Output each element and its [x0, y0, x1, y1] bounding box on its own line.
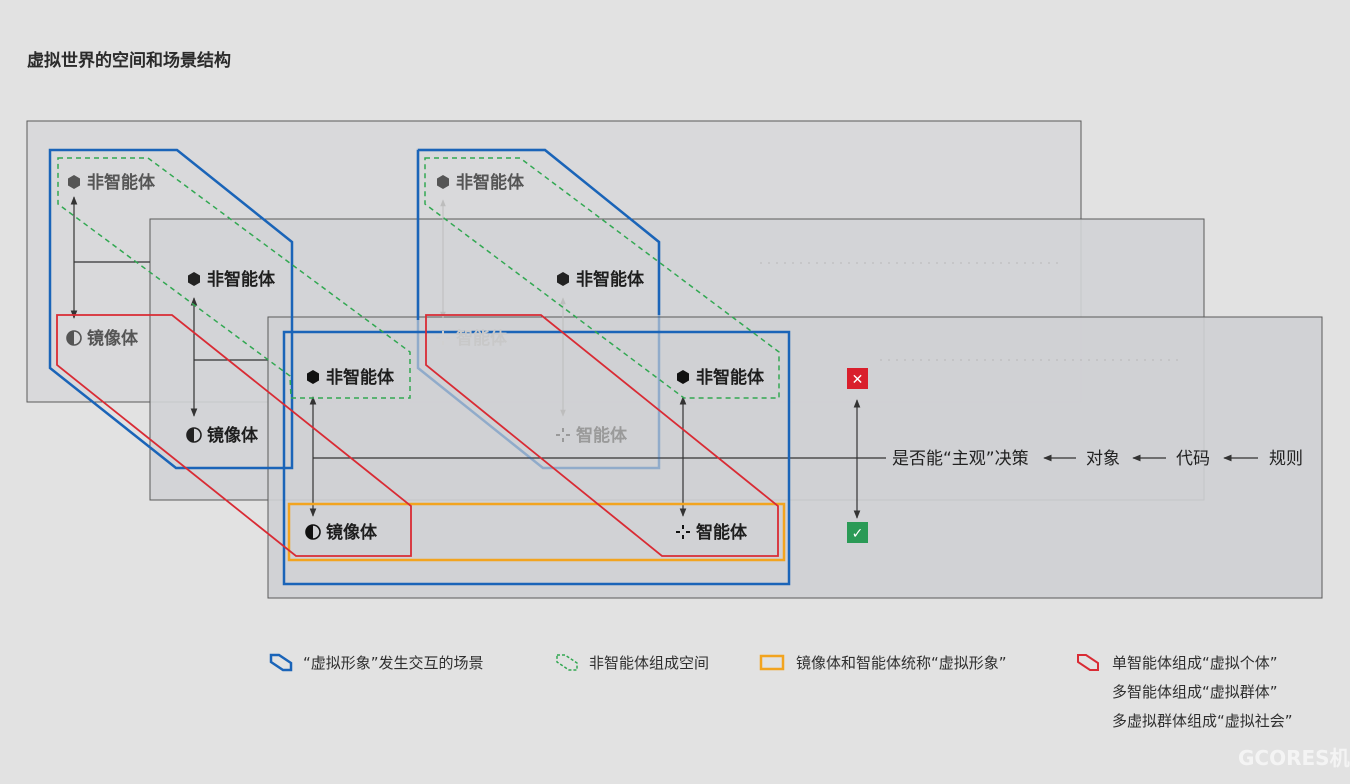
node-front-right-non-agent: 非智能体 [677, 367, 765, 388]
flow-decision-label: 是否能“主观”决策 [892, 449, 1029, 469]
hexagon-icon [68, 175, 80, 189]
svg-text:镜像体和智能体统称“虚拟形象”: 镜像体和智能体统称“虚拟形象” [796, 654, 1007, 672]
legend: “虚拟形象”发生交互的场景 非智能体组成空间 镜像体和智能体统称“虚拟形象” 单… [269, 653, 1293, 730]
svg-text:非智能体: 非智能体 [576, 269, 645, 290]
node-back-right-non-agent: 非智能体 [437, 172, 525, 193]
node-front-non-agent: 非智能体 [307, 367, 395, 388]
front-connectors [309, 396, 1258, 519]
virtual-image-box-orange [287, 502, 786, 562]
yes-decision-badge: ✓ [847, 522, 868, 543]
flow-rules-label: 规则 [1269, 449, 1303, 469]
legend-item-blue: “虚拟形象”发生交互的场景 [269, 653, 484, 672]
svg-text:“虚拟形象”发生交互的场景: “虚拟形象”发生交互的场景 [303, 654, 484, 672]
half-circle-icon [305, 524, 321, 540]
svg-text:非智能体: 非智能体 [87, 172, 156, 193]
spark-icon [556, 428, 570, 442]
node-mid-mirror: 镜像体 [186, 425, 259, 446]
svg-text:镜像体: 镜像体 [207, 425, 259, 446]
svg-text:非智能体: 非智能体 [696, 367, 765, 388]
flow-object-label: 对象 [1086, 449, 1120, 469]
svg-text:多虚拟群体组成“虚拟社会”: 多虚拟群体组成“虚拟社会” [1112, 712, 1293, 730]
svg-text:智能体: 智能体 [696, 522, 748, 543]
svg-text:智能体: 智能体 [456, 328, 508, 349]
svg-text:智能体: 智能体 [576, 425, 628, 446]
spark-icon [676, 525, 690, 539]
hexagon-icon [437, 175, 449, 189]
faded-connectors [440, 199, 566, 417]
scene-outlines-blue [48, 148, 791, 586]
red-shape-icon [1077, 654, 1099, 671]
svg-text:非智能体: 非智能体 [326, 367, 395, 388]
node-front-agent: 智能体 [676, 522, 748, 543]
flow-code-label: 代码 [1176, 449, 1210, 469]
svg-text:多智能体组成“虚拟群体”: 多智能体组成“虚拟群体” [1112, 683, 1278, 701]
hexagon-icon [188, 272, 200, 286]
hexagon-icon [307, 370, 319, 384]
node-mid-agent-faded: 智能体 [556, 425, 628, 446]
legend-item-green: 非智能体组成空间 [556, 654, 709, 672]
legend-item-red: 单智能体组成“虚拟个体” 多智能体组成“虚拟群体” 多虚拟群体组成“虚拟社会” [1077, 654, 1293, 730]
check-icon: ✓ [852, 526, 864, 542]
diagram-title: 虚拟世界的空间和场景结构 [27, 51, 231, 71]
half-circle-icon [66, 330, 82, 346]
green-shape-icon [556, 654, 578, 671]
hexagon-icon [557, 272, 569, 286]
node-mid-right-non-agent: 非智能体 [557, 269, 645, 290]
spark-icon [436, 331, 450, 345]
half-circle-icon [186, 427, 202, 443]
no-decision-badge: ✕ [847, 368, 868, 389]
orange-box-icon [759, 654, 785, 671]
back-flow-lines [760, 262, 1180, 361]
svg-text:非智能体: 非智能体 [207, 269, 276, 290]
close-icon: ✕ [852, 372, 864, 388]
space-outlines-green [57, 157, 780, 399]
hexagon-icon [677, 370, 689, 384]
blue-shape-icon [269, 653, 293, 672]
svg-text:非智能体组成空间: 非智能体组成空间 [589, 654, 709, 672]
legend-item-orange: 镜像体和智能体统称“虚拟形象” [759, 654, 1007, 672]
svg-text:镜像体: 镜像体 [326, 522, 378, 543]
svg-text:非智能体: 非智能体 [456, 172, 525, 193]
node-front-mirror: 镜像体 [305, 522, 378, 543]
node-back-non-agent: 非智能体 [68, 172, 156, 193]
individual-outlines-red [56, 314, 779, 557]
svg-text:镜像体: 镜像体 [87, 328, 139, 349]
node-back-mirror: 镜像体 [66, 328, 139, 349]
watermark-logo: GCORES机核 [1238, 746, 1350, 770]
node-mid-non-agent: 非智能体 [188, 269, 276, 290]
svg-text:单智能体组成“虚拟个体”: 单智能体组成“虚拟个体” [1112, 654, 1278, 672]
node-back-agent-faded: 智能体 [436, 328, 508, 349]
